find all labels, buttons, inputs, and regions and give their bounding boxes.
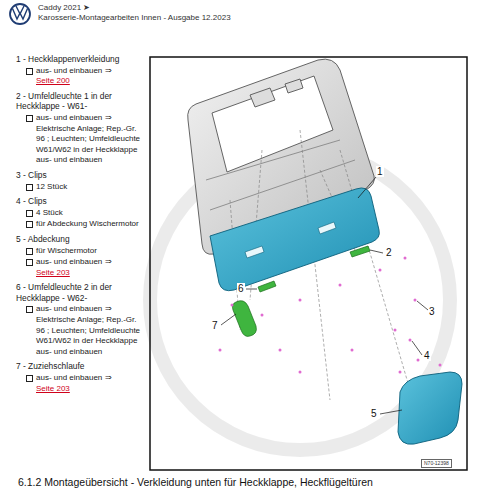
note-text: aus- und einbauen ⇒ Elektrische Anlage; … [36, 113, 140, 164]
part-note: 12 Stück [16, 182, 144, 193]
part-note: aus- und einbauen ⇒ Seite 203 [16, 373, 144, 394]
trim-panel [210, 188, 379, 291]
ambient-lamp-2 [258, 281, 276, 292]
header-text: Caddy 2021 ➤ [38, 3, 231, 13]
callout-number: 1 [376, 166, 384, 177]
parts-item: 1 - Heckklappenverkleidungaus- und einba… [16, 54, 144, 87]
note-text: aus- und einbauen ⇒ [36, 373, 112, 382]
part-note: aus- und einbauen ⇒ Seite 203 [16, 257, 144, 278]
parts-item: 7 - Zuziehschlaufeaus- und einbauen ⇒ Sei… [16, 361, 144, 394]
note-text: aus- und einbauen ⇒ [36, 257, 112, 266]
checkbox-symbol [26, 115, 33, 122]
pull-loop [232, 301, 256, 337]
part-note: für Abdeckung Wischermotor [16, 219, 144, 230]
page-link: Seite 203 [36, 268, 144, 279]
part-heading: 1 - Heckklappenverkleidung [16, 54, 144, 65]
note-text: aus- und einbauen ⇒ [36, 66, 112, 75]
part-heading: 3 - Clips [16, 170, 144, 181]
figure-code: N70-12398 [421, 459, 452, 468]
part-note: für Wischermotor [16, 246, 144, 257]
part-heading: 2 - Umfeldleuchte 1 in der Heckklappe - … [16, 91, 144, 112]
part-note: aus- und einbauen ⇒ Elektrische Anlage; … [16, 113, 144, 166]
part-note: aus- und einbauen ⇒Seite 200 [16, 66, 144, 87]
checkbox-symbol [26, 375, 33, 382]
callout-number: 4 [423, 350, 431, 361]
part-heading: 6 - Umfeldleuchte 2 in der Heckklappe - … [16, 282, 144, 303]
note-text: für Wischermotor [36, 246, 97, 255]
callout-leaders [221, 177, 428, 414]
checkbox-symbol [26, 221, 33, 228]
parts-item: 4 - Clips4 Stück für Abdeckung Wischermot… [16, 196, 144, 230]
note-text: 4 Stück [36, 208, 63, 217]
part-note: 4 Stück [16, 208, 144, 219]
part-heading: 4 - Clips [16, 196, 144, 207]
callout-number: 6 [237, 283, 245, 294]
part-note: aus- und einbauen ⇒ Elektrische Anlage; … [16, 304, 144, 357]
wiper-cover [398, 372, 462, 444]
checkbox-symbol [26, 68, 33, 75]
callout-number: 5 [370, 408, 378, 419]
vw-logo [10, 4, 30, 24]
note-text: aus- und einbauen ⇒ Elektrische Anlage; … [36, 304, 140, 355]
ambient-lamp-1 [350, 246, 370, 257]
parts-item: 3 - Clips12 Stück [16, 170, 144, 192]
checkbox-symbol [26, 306, 33, 313]
note-text: für Abdeckung Wischermotor [36, 219, 139, 228]
checkbox-symbol [26, 210, 33, 217]
header-text: Karosserie-Montagearbeiten Innen - Ausga… [38, 13, 231, 23]
parts-item: 6 - Umfeldleuchte 2 in der Heckklappe - … [16, 282, 144, 357]
page-link: Seite 200 [36, 76, 144, 87]
parts-item: 2 - Umfeldleuchte 1 in der Heckklappe - … [16, 91, 144, 166]
checkbox-symbol [26, 259, 33, 266]
panel-openings [245, 222, 336, 258]
clips [219, 257, 442, 374]
section-heading: 6.1.2 Montageübersicht - Verkleidung unt… [18, 476, 473, 489]
note-text: 12 Stück [36, 182, 67, 191]
figure-frame [150, 57, 467, 470]
checkbox-symbol [26, 248, 33, 255]
callout-number: 2 [385, 247, 393, 258]
parts-item: 5 - Abdeckungfür Wischermotor aus- und ei… [16, 234, 144, 278]
callout-number: 3 [428, 306, 436, 317]
page-link: Seite 203 [36, 384, 144, 395]
part-heading: 5 - Abdeckung [16, 234, 144, 245]
checkbox-symbol [26, 184, 33, 191]
part-heading: 7 - Zuziehschlaufe [16, 361, 144, 372]
callout-number: 7 [211, 320, 219, 331]
